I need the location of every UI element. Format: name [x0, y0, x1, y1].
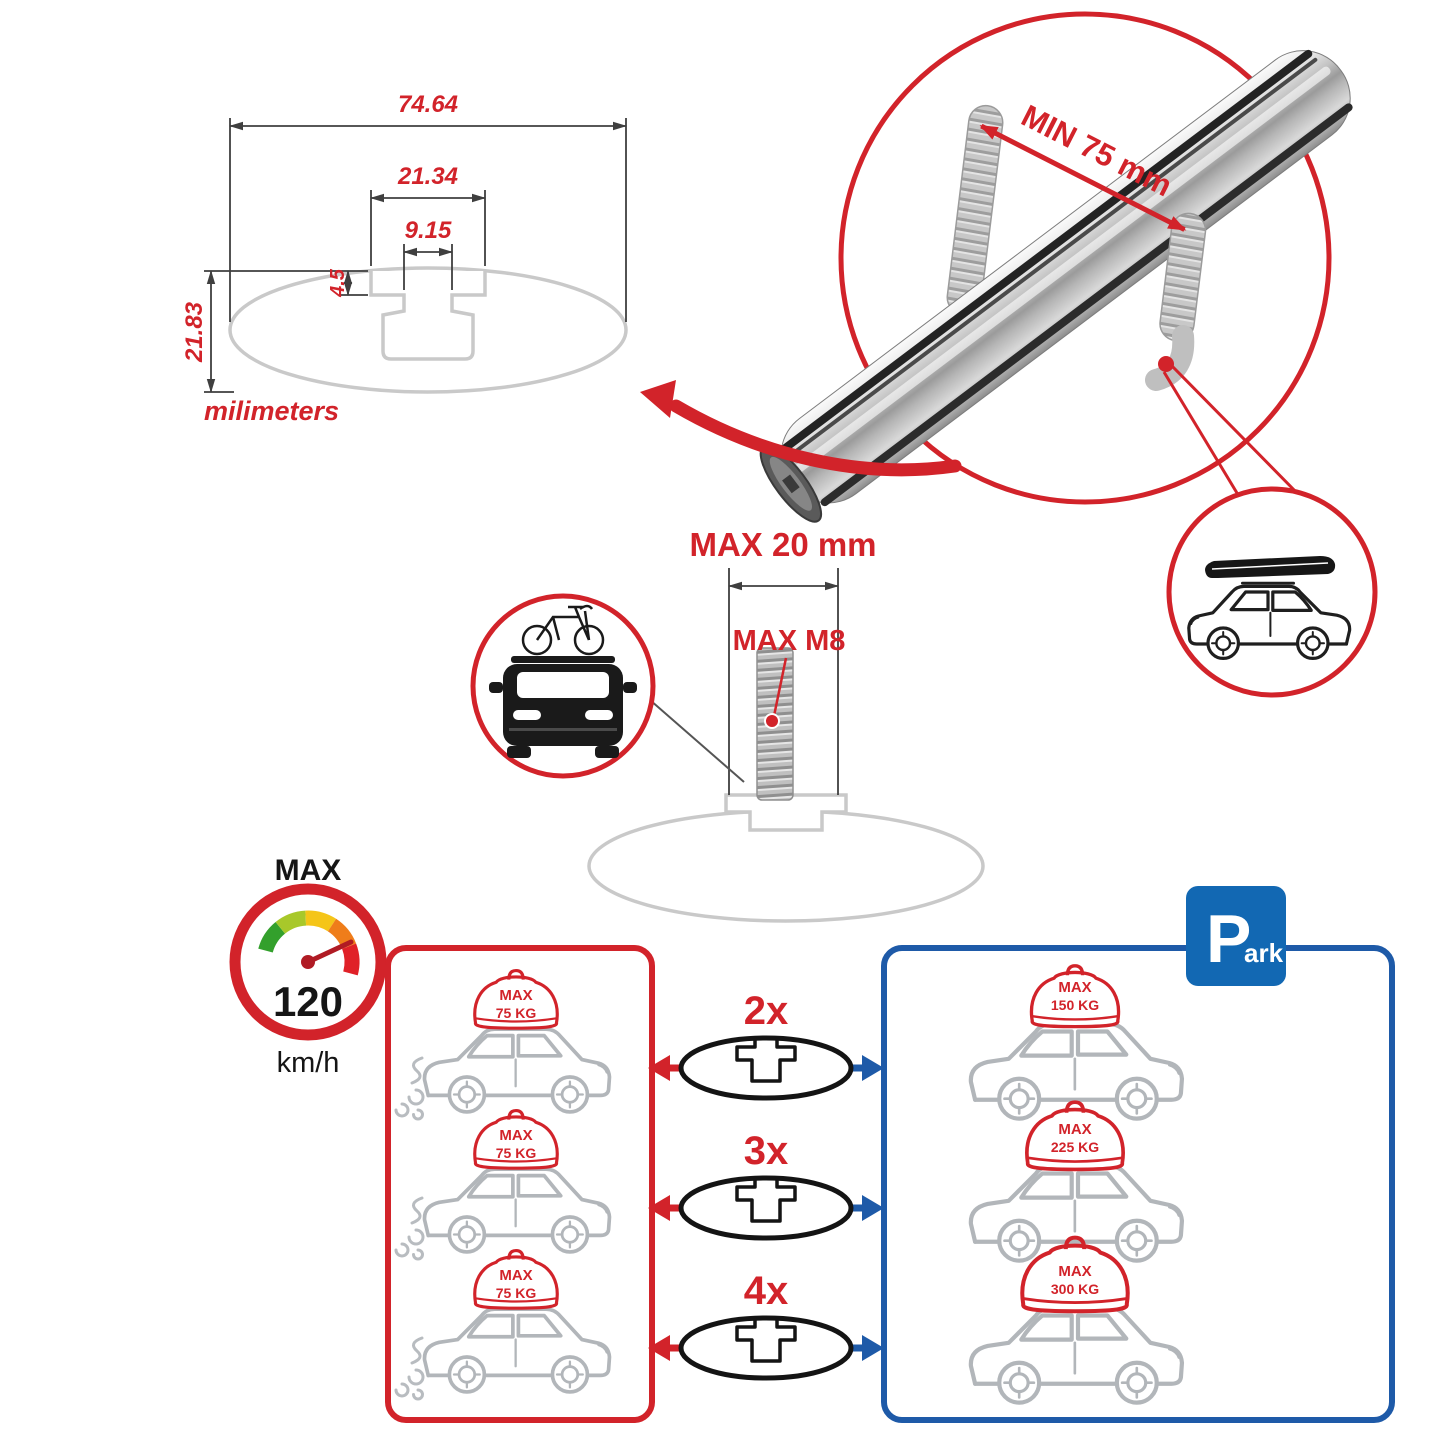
park-sign: P ark — [1186, 886, 1286, 986]
dim-total-width: 74.64 — [398, 91, 458, 118]
option-row: 4x — [648, 1269, 884, 1378]
option-count: 4x — [744, 1269, 789, 1313]
crossbar-options: 2x 3x 4x — [648, 989, 884, 1378]
left-arrow — [648, 1335, 670, 1361]
dimension-lines — [204, 118, 627, 393]
left-arrow — [648, 1195, 670, 1221]
bag-max-label: MAX — [499, 987, 532, 1004]
max-thread-label: MAX M8 — [733, 625, 846, 657]
callout-line — [1162, 371, 1242, 499]
parking-car-row: MAX 150 KG — [971, 964, 1182, 1119]
left-arrow — [648, 1055, 670, 1081]
roofbox-seam — [1211, 562, 1329, 570]
bag-load-value: 75 KG — [496, 1005, 537, 1021]
gauge-hub — [301, 955, 315, 969]
speed-limit-gauge: MAX 120 km/h — [229, 854, 387, 1079]
driving-car-row: MAX 75 KG — [394, 1249, 612, 1401]
parking-car-row: MAX 300 KG — [971, 1238, 1182, 1403]
dim-step-depth: 4.5 — [327, 268, 349, 298]
bike-icon — [521, 604, 605, 656]
bag-load-value: 300 KG — [1051, 1281, 1099, 1297]
crossbar-section-icon — [681, 1038, 851, 1098]
t-slot-adapter — [724, 793, 848, 832]
crossbar-section-icon — [681, 1318, 851, 1378]
cross-section-drawing: 74.64 21.34 9.15 4.5 21.83 milimeters — [181, 91, 628, 426]
dim-channel-width: 21.34 — [397, 163, 458, 190]
bag-load-value: 75 KG — [496, 1285, 537, 1301]
car-front-icon — [489, 656, 637, 758]
speed-unit: km/h — [277, 1047, 340, 1079]
unit-label: milimeters — [204, 396, 339, 426]
dim-slot-width: 9.15 — [405, 217, 452, 244]
bag-max-label: MAX — [1058, 979, 1091, 996]
bike-leader-line — [649, 699, 745, 783]
right-arrow — [862, 1195, 884, 1221]
option-row: 2x — [648, 989, 884, 1098]
callout-dot — [1158, 356, 1174, 372]
profile-t-slot — [369, 271, 487, 361]
gauge-needle — [305, 939, 354, 965]
bag-load-value: 225 KG — [1051, 1139, 1099, 1155]
max-plate-label: MAX 20 mm — [689, 526, 876, 563]
right-arrow — [862, 1055, 884, 1081]
clamp-hook-bend — [1145, 325, 1195, 391]
driving-car-row: MAX 75 KG — [394, 969, 612, 1121]
bike-car-callout — [470, 593, 745, 783]
bag-load-value: 150 KG — [1051, 997, 1099, 1013]
bag-max-label: MAX — [1058, 1263, 1091, 1280]
park-rest: ark — [1244, 938, 1284, 968]
crossbar-section-icon — [681, 1178, 851, 1238]
park-letter: P — [1206, 901, 1251, 977]
thread-dot — [764, 713, 780, 729]
callout-line — [1170, 364, 1302, 498]
option-count: 2x — [744, 989, 789, 1033]
driving-car-row: MAX 75 KG — [394, 1109, 612, 1261]
pointer-arrowhead — [640, 380, 676, 418]
bolt-section: MAX 20 mm MAX M8 — [587, 526, 985, 923]
speed-max-label: MAX — [275, 854, 342, 887]
bag-max-label: MAX — [499, 1127, 532, 1144]
bar-closeup: MIN 75 mm — [640, 11, 1353, 523]
roofbox-icon — [1205, 556, 1336, 578]
speed-value: 120 — [273, 978, 343, 1025]
option-count: 3x — [744, 1129, 789, 1173]
bag-load-value: 75 KG — [496, 1145, 537, 1161]
driving-panel: MAX 75 KG MAX 75 KG MAX 75 KG — [385, 945, 655, 1423]
thread-leader-line — [772, 657, 788, 717]
park-sign-plate — [1186, 886, 1286, 986]
dim-profile-height: 21.83 — [181, 301, 208, 363]
right-arrow — [862, 1335, 884, 1361]
option-row: 3x — [648, 1129, 884, 1238]
parking-panel: MAX 150 KG MAX 225 KG MAX 300 KG P ark — [881, 886, 1395, 1423]
roofbox-car-callout — [1166, 486, 1378, 698]
pointer-arrow — [669, 399, 962, 477]
bag-max-label: MAX — [1058, 1121, 1091, 1138]
bag-max-label: MAX — [499, 1267, 532, 1284]
parking-car-row: MAX 225 KG — [971, 1100, 1182, 1260]
plate-dimension — [728, 568, 839, 795]
